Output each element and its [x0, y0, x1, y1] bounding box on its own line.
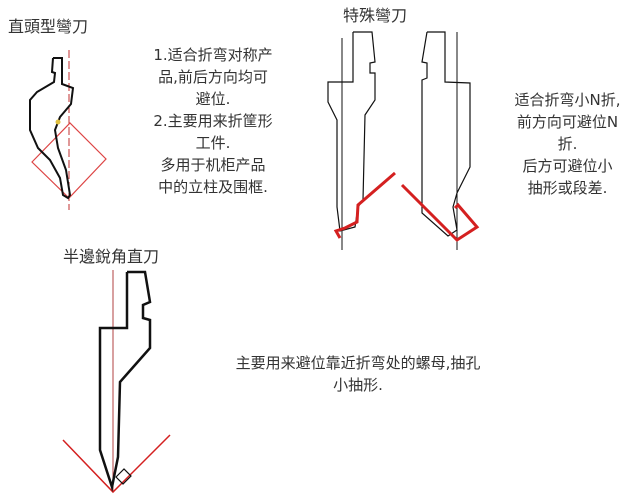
punch-outline [327, 31, 376, 232]
desc-line: 中的立柱及围框. [158, 178, 268, 196]
desc-line: 主要用来避位靠近折弯处的螺母,抽孔 [235, 354, 481, 372]
half-side-acute-punch [62, 270, 171, 494]
desc-line: 折. [557, 135, 578, 153]
desc-line: 抽形或段差. [527, 179, 608, 197]
tool2-description: 适合折弯小N折, 前方向可避位N 折. 后方可避位小 抽形或段差. [500, 89, 635, 199]
desc-line: 工件. [195, 134, 231, 152]
punch-outline [421, 31, 471, 237]
marker-dot [55, 119, 61, 125]
desc-line: 后方可避位小 [522, 157, 613, 175]
desc-line: 1.适合折弯对称产 [153, 46, 273, 64]
special-gooseneck-right [400, 31, 480, 250]
desc-line: 2.主要用来折筐形 [153, 112, 273, 130]
desc-line: 避位. [195, 90, 231, 108]
punch-outline [98, 270, 152, 492]
desc-line: 小抽形. [333, 376, 383, 394]
desc-line: 多用于机柜产品 [160, 156, 266, 174]
tool1-description: 1.适合折弯对称产 品,前后方向均可 避位. 2.主要用来折筐形 工件. 多用于… [143, 44, 283, 198]
desc-line: 适合折弯小N折, [514, 91, 621, 109]
desc-line: 前方向可避位N [516, 113, 619, 131]
tool1-title: 直頭型彎刀 [8, 17, 89, 36]
right-angle-mark [115, 468, 132, 485]
workpiece-box [31, 122, 107, 199]
straight-gooseneck-punch [29, 50, 107, 210]
punch-outline [29, 57, 75, 200]
desc-line: 品,前后方向均可 [158, 68, 268, 86]
workpiece [333, 171, 396, 239]
tool2-title: 特殊彎刀 [343, 6, 408, 25]
workpiece [400, 183, 480, 242]
workpiece-v [62, 434, 171, 494]
tool3-title: 半邊銳角直刀 [63, 247, 160, 266]
special-gooseneck-left [327, 31, 396, 250]
tool3-description: 主要用来避位靠近折弯处的螺母,抽孔 小抽形. [210, 352, 506, 396]
